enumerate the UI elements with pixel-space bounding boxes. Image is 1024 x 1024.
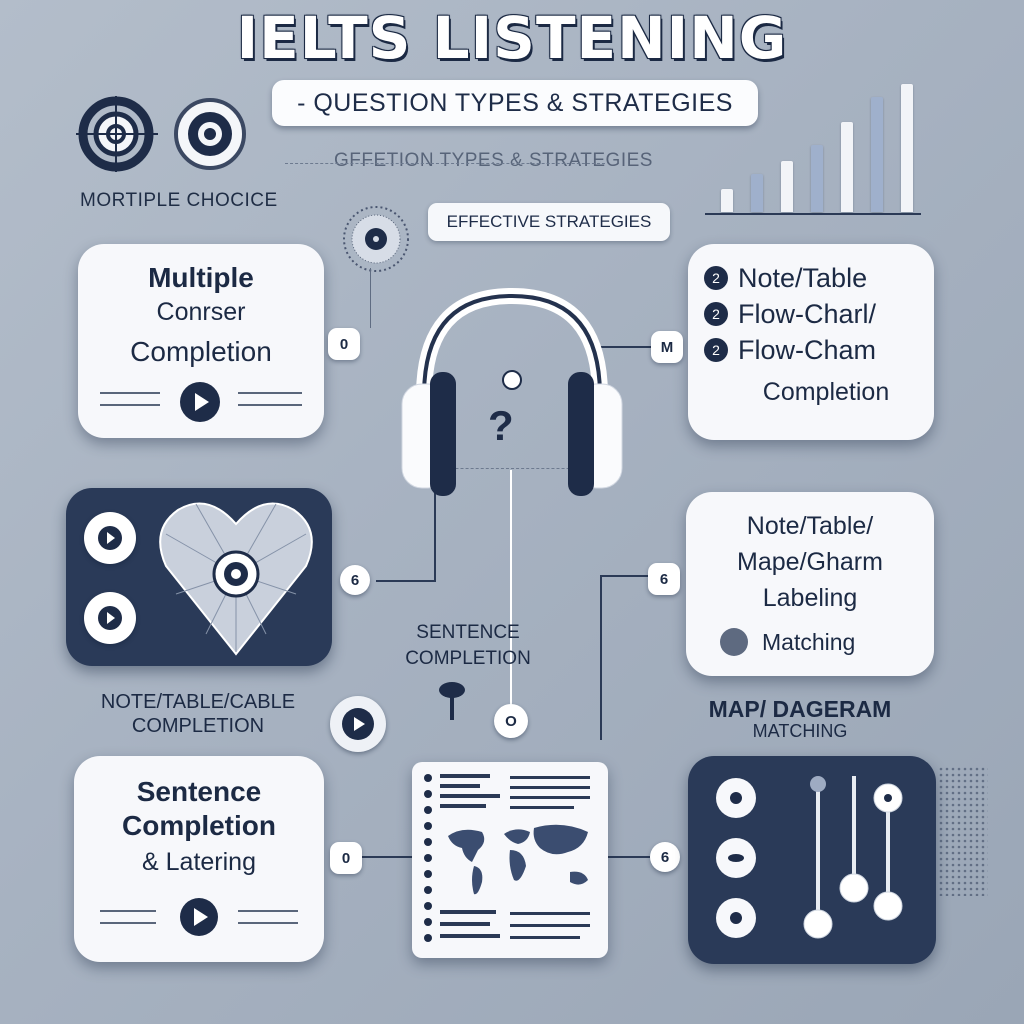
multiple-choice-label: MORTIPLE CHOCICE [80,190,278,211]
sentence-completion-card[interactable]: Sentence Completion & Latering [74,756,324,962]
play-icon [342,708,374,740]
label-line: COMPLETION [405,648,531,669]
label-line: MATCHING [752,721,848,741]
chart-bar [841,122,853,212]
placeholder-line [100,404,160,406]
placeholder-line [100,392,160,394]
slider-icon[interactable] [688,756,936,964]
connector-line [606,856,650,858]
placeholder-line [238,392,302,394]
play-icon[interactable] [178,380,222,424]
connector-line [434,490,436,582]
chart-bar [751,174,763,212]
connector-line [600,575,648,577]
bar-chart [705,84,921,216]
effective-strategies-badge: EFFECTIVE STRATEGIES [428,203,670,241]
faded-subtitle: GFFETION TYPES & STRATEGIES [334,150,653,171]
connector-node: O [494,704,528,738]
connector-line [376,580,436,582]
placeholder-line [238,404,302,406]
label-line: MAP/ DAGERAM [708,696,892,722]
placeholder-line [100,922,156,924]
connector-tag: 6 [648,563,680,595]
card-row-text: Note/Table [738,262,868,293]
card-line: Mape/Gharm [737,548,883,576]
connector-node: 6 [650,842,680,872]
dashed-connector [410,468,610,469]
card-line: Conrser [156,298,246,326]
target-icon [76,96,158,172]
halftone-pattern [938,766,988,896]
connector-line [358,856,414,858]
target-icon [174,98,246,170]
multiple-choice-card[interactable]: Multiple Conrser Completion [78,244,324,438]
subtitle-banner: - QUESTION TYPES & STRATEGIES [272,80,758,126]
card-line: Multiple [148,262,254,293]
card-line: Completion [122,810,276,841]
chart-bar [781,161,793,212]
placeholder-line [100,910,156,912]
number-badge: 2 [704,338,728,362]
audio-slider-card[interactable] [688,756,936,964]
chart-bar [871,97,883,212]
label-line: COMPLETION [131,715,265,737]
card-line: & Latering [142,848,256,876]
effective-strategies-text: EFFECTIVE STRATEGIES [446,212,652,231]
card-row-text: Flow-Cham [738,334,877,365]
label-line: NOTE/TABLE/CABLE [100,691,296,713]
label-line: SENTENCE [416,622,520,643]
world-map-icon [424,774,590,942]
chart-bar [811,145,823,212]
chart-bar [721,189,733,212]
pin-icon [439,682,465,720]
connector-tag: 0 [330,842,362,874]
play-icon[interactable] [178,896,220,938]
play-button[interactable] [84,512,136,564]
play-button[interactable] [84,592,136,644]
card-line: Labeling [762,584,858,612]
connector-tag: M [651,331,683,363]
card-line: Note/Table/ [746,512,874,540]
sentence-completion-label: SENTENCE COMPLETION [388,620,548,672]
connector-line [370,268,371,328]
record-icon [720,628,748,656]
card-line: Completion [762,378,890,406]
connector-tag: 0 [328,328,360,360]
headphones-icon [401,287,623,496]
dashed-connector [285,163,605,164]
matching-row: Matching [718,626,918,658]
play-button[interactable] [330,696,386,752]
play-icon [98,526,122,550]
document-map-card[interactable] [412,762,608,958]
card-row: 2 Note/Table [704,260,876,296]
chart-baseline [705,213,921,215]
radial-badge-icon [343,206,409,272]
connector-node: 6 [340,565,370,595]
card-row-text: Matching [762,628,856,655]
card-line: Sentence [136,776,262,807]
page-title: IELTS LISTENING [236,4,788,72]
number-badge: 2 [704,266,728,290]
play-icon [98,606,122,630]
card-row-text: Flow-Charl/ [738,298,877,329]
note-table-completion-label: NOTE/TABLE/CABLE COMPLETION [72,690,324,738]
subtitle-text: - QUESTION TYPES & STRATEGIES [297,88,733,117]
question-mark: ? [488,402,514,449]
number-badge: 2 [704,302,728,326]
map-diagram-labeling-card[interactable]: Note/Table/ Mape/Gharm Labeling Matching [686,492,934,676]
placeholder-line [238,922,298,924]
placeholder-line [238,910,298,912]
card-line: Completion [130,336,272,367]
card-row: 2 Flow-Cham [704,332,876,368]
chart-bar [901,84,913,212]
map-diagram-matching-label: MAP/ DAGERAM MATCHING [664,698,936,742]
connector-line [600,575,602,740]
heart-icon [159,502,313,656]
card-row: 2 Flow-Charl/ [704,296,876,332]
center-stem [510,470,512,705]
connector-line [595,346,655,348]
